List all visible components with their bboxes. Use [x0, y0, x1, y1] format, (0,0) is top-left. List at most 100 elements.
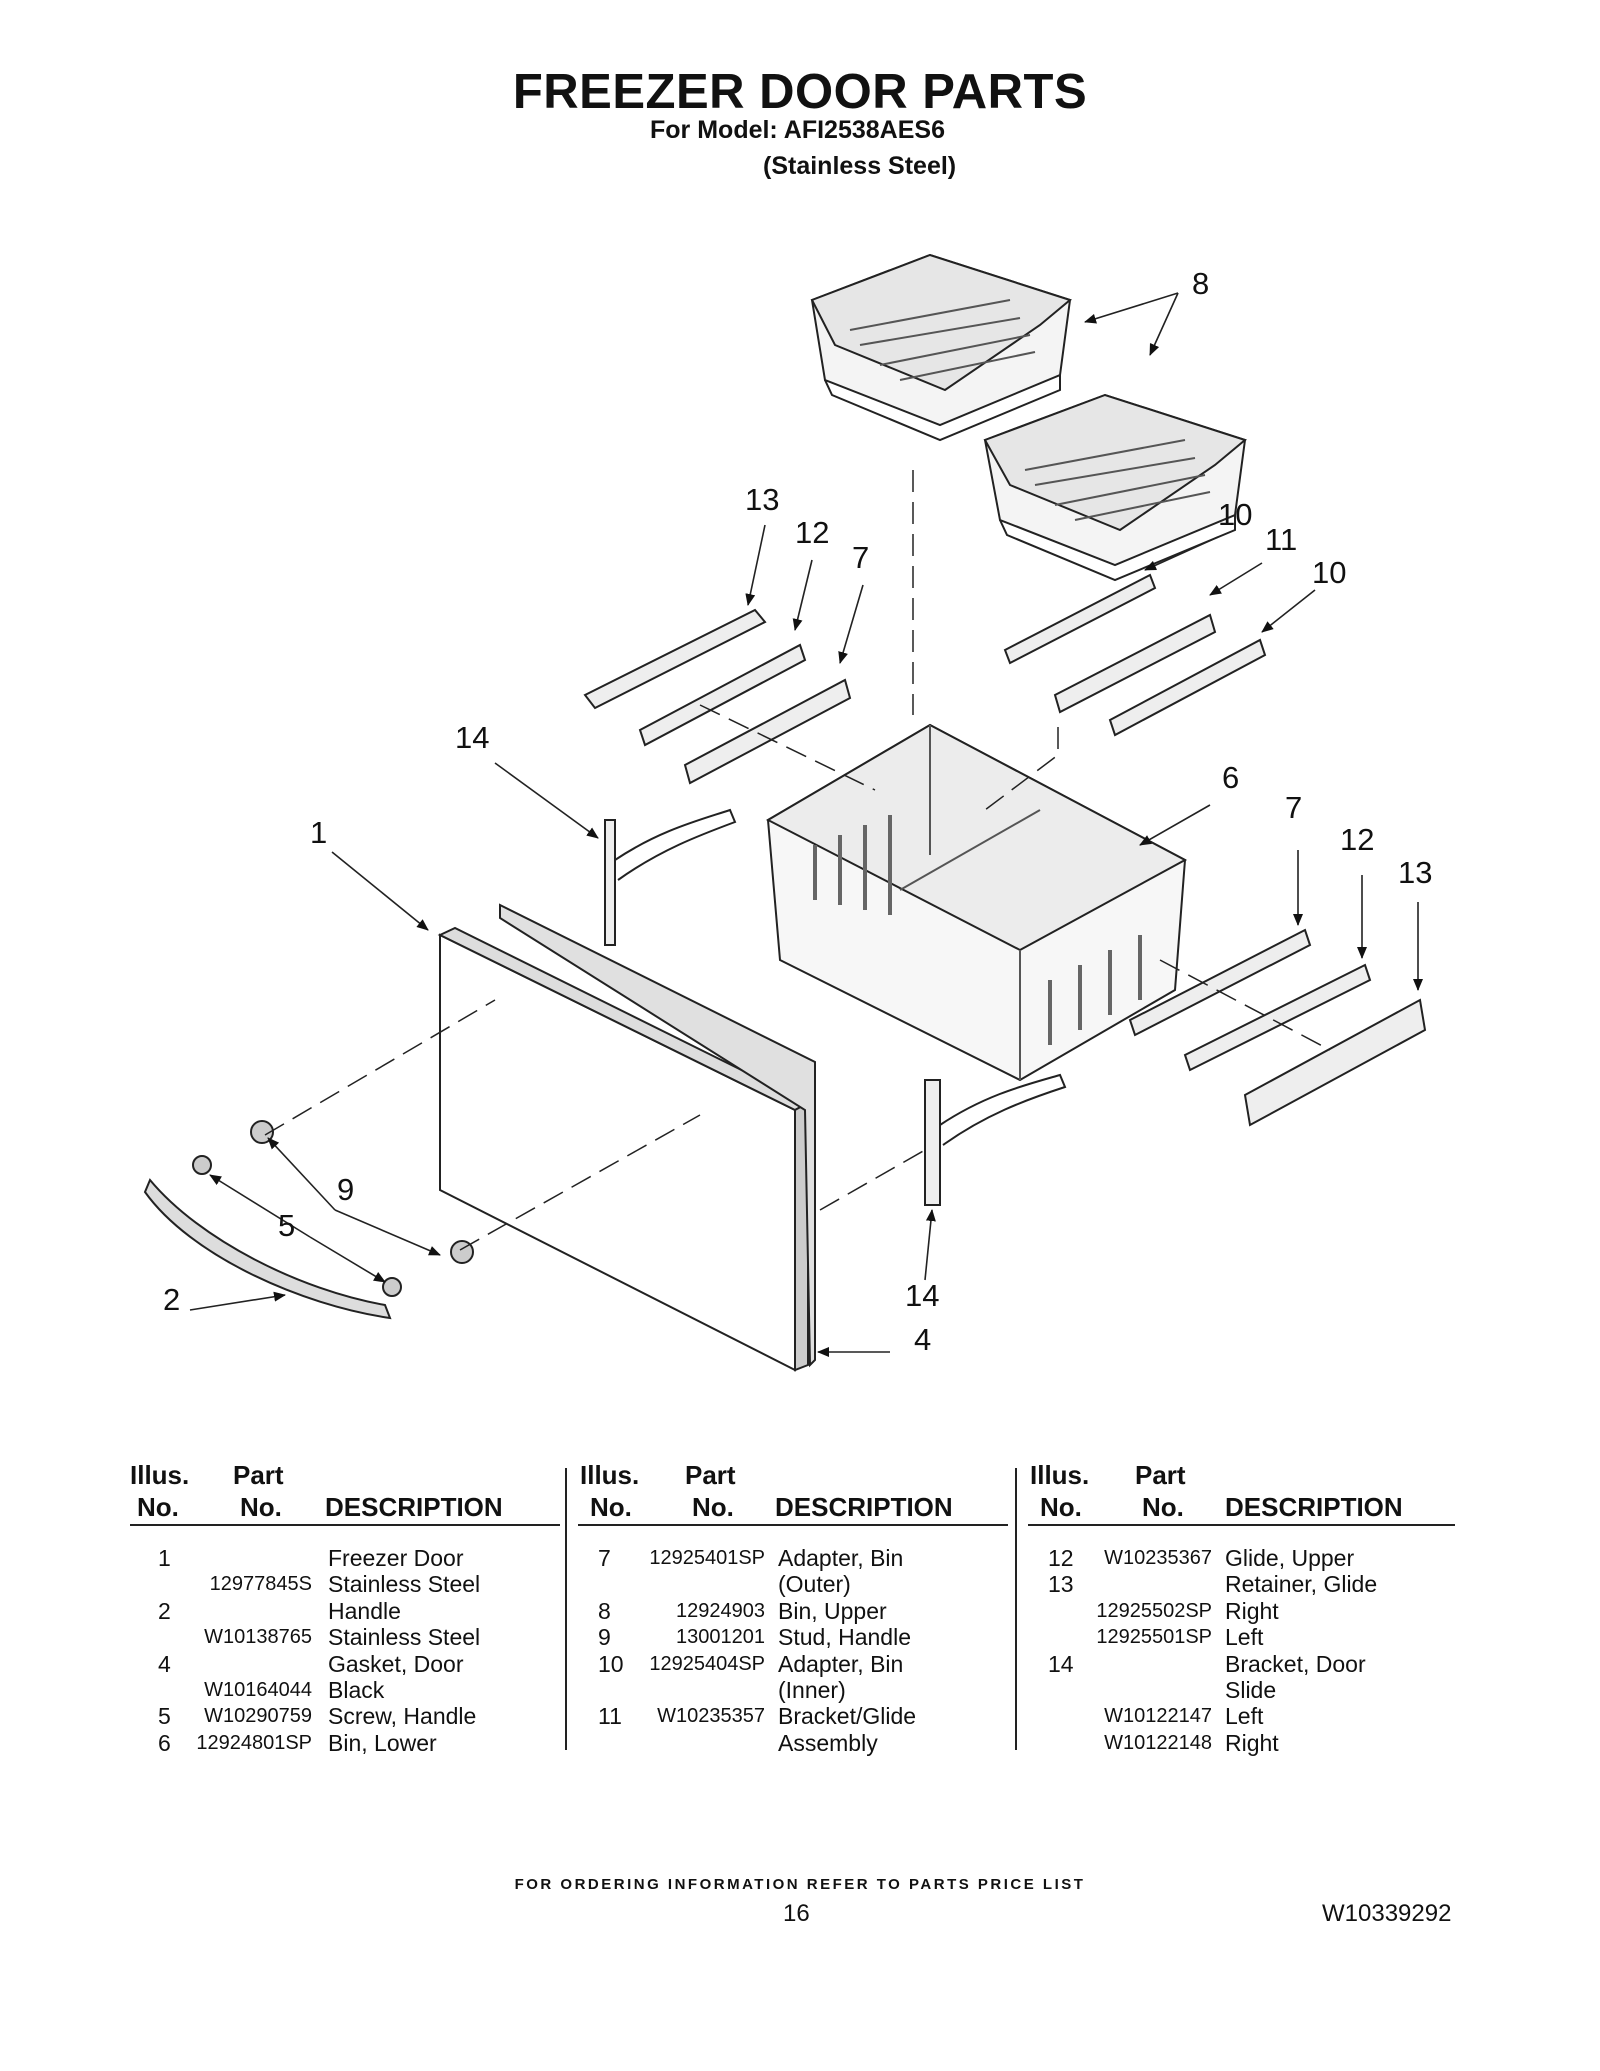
- header-part-no: No.: [240, 1492, 282, 1522]
- header-part: Part: [233, 1460, 284, 1490]
- alignment-lines: [264, 470, 1331, 1251]
- header-rule-3: [1028, 1524, 1455, 1526]
- part-number: 12977845S: [209, 1573, 312, 1595]
- column-divider-2: [1015, 1468, 1017, 1750]
- part-number: W10290759: [204, 1705, 312, 1727]
- callout-10-upper: 10: [1218, 497, 1253, 532]
- upper-bin-left: [810, 253, 1073, 442]
- callout-14-left: 14: [455, 720, 490, 755]
- part-description: Right: [1225, 1730, 1279, 1756]
- callout-13-lower: 13: [1398, 855, 1433, 890]
- part-description: Screw, Handle: [328, 1703, 477, 1729]
- part-description: Slide: [1225, 1677, 1277, 1703]
- header-description: DESCRIPTION: [775, 1492, 953, 1522]
- callout-7-lower: 7: [1285, 790, 1303, 825]
- part-number: 12925502SP: [1096, 1600, 1212, 1622]
- header-part: Part: [685, 1460, 736, 1490]
- part-description: (Inner): [778, 1677, 846, 1703]
- part-description: Bracket/Glide: [778, 1703, 917, 1729]
- header-illus: Illus.: [130, 1460, 190, 1490]
- header-illus-no: No.: [1040, 1492, 1082, 1522]
- header-part-no: No.: [692, 1492, 734, 1522]
- part-description: Bin, Upper: [778, 1598, 887, 1624]
- callout-8: 8: [1192, 266, 1210, 301]
- header-description: DESCRIPTION: [325, 1492, 503, 1522]
- callout-2: 2: [163, 1282, 181, 1317]
- callout-6: 6: [1222, 760, 1240, 795]
- part-description: Adapter, Bin: [778, 1651, 904, 1677]
- illus-number: 9: [598, 1624, 611, 1650]
- callout-11: 11: [1265, 522, 1298, 557]
- part-number: 13001201: [676, 1626, 765, 1648]
- part-description: Handle: [328, 1598, 401, 1624]
- illus-number: 13: [1048, 1571, 1074, 1597]
- callout-12-lower: 12: [1340, 822, 1375, 857]
- header-description: DESCRIPTION: [1225, 1492, 1403, 1522]
- freezer-door: [437, 926, 811, 1372]
- illus-number: 14: [1048, 1651, 1074, 1677]
- header-illus-no: No.: [137, 1492, 179, 1522]
- callout-1: 1: [310, 815, 328, 850]
- part-description: Right: [1225, 1598, 1279, 1624]
- illus-number: 11: [598, 1703, 622, 1729]
- exploded-parts-diagram: [143, 253, 1427, 1372]
- column-divider-1: [565, 1468, 567, 1750]
- upper-bin-right: [983, 393, 1248, 582]
- part-description: Left: [1225, 1703, 1264, 1729]
- header-rule-2: [578, 1524, 1008, 1526]
- part-description: Left: [1225, 1624, 1264, 1650]
- document-number: W10339292: [1322, 1900, 1452, 1927]
- door-handle: [143, 1178, 392, 1320]
- finish-line: (Stainless Steel): [763, 152, 957, 180]
- part-number: 12925401SP: [649, 1547, 765, 1569]
- part-description: Retainer, Glide: [1225, 1571, 1378, 1597]
- part-description: Adapter, Bin: [778, 1545, 904, 1571]
- part-number: 12924903: [676, 1600, 765, 1622]
- part-number: W10235367: [1104, 1547, 1212, 1569]
- illus-number: 2: [158, 1598, 171, 1624]
- part-description: Gasket, Door: [328, 1651, 464, 1677]
- part-number: 12925501SP: [1096, 1626, 1212, 1648]
- illus-number: 10: [598, 1651, 624, 1677]
- callout-4: 4: [914, 1322, 932, 1357]
- page-number: 16: [783, 1900, 810, 1927]
- part-number: W10122148: [1104, 1732, 1212, 1754]
- callout-7-upper: 7: [852, 540, 870, 575]
- callout-12-upper: 12: [795, 515, 830, 550]
- model-line: For Model: AFI2538AES6: [650, 116, 945, 144]
- callout-13-upper: 13: [745, 482, 780, 517]
- part-description: Bracket, Door: [1225, 1651, 1366, 1677]
- part-description: Freezer Door: [328, 1545, 464, 1571]
- part-description: Bin, Lower: [328, 1730, 437, 1756]
- door-bracket-left: [604, 808, 737, 946]
- callout-14-right: 14: [905, 1278, 940, 1313]
- lower-right-glides: [1128, 928, 1427, 1127]
- part-number: W10122147: [1104, 1705, 1212, 1727]
- callout-arrows: [189, 292, 1423, 1357]
- page-title: FREEZER DOOR PARTS: [512, 65, 1088, 119]
- door-bracket-right: [924, 1073, 1067, 1206]
- illus-number: 7: [598, 1545, 611, 1571]
- door-gasket: [499, 903, 816, 1368]
- part-description: (Outer): [778, 1571, 851, 1597]
- part-description: Black: [328, 1677, 385, 1703]
- callout-10-lower: 10: [1312, 555, 1347, 590]
- ordering-notice: FOR ORDERING INFORMATION REFER TO PARTS …: [514, 1876, 1086, 1893]
- header-illus: Illus.: [580, 1460, 640, 1490]
- part-number: W10235357: [657, 1705, 765, 1727]
- part-number: W10164044: [204, 1679, 312, 1701]
- part-description: Stainless Steel: [328, 1624, 481, 1650]
- illus-number: 4: [158, 1651, 171, 1677]
- part-description: Assembly: [778, 1730, 878, 1756]
- part-description: Stainless Steel: [328, 1571, 481, 1597]
- part-number: 12924801SP: [196, 1732, 312, 1754]
- header-part-no: No.: [1142, 1492, 1184, 1522]
- illus-number: 12: [1048, 1545, 1074, 1571]
- right-glide-stack: [1003, 573, 1267, 737]
- header-illus: Illus.: [1030, 1460, 1090, 1490]
- illus-number: 1: [158, 1545, 171, 1571]
- part-number: 12925404SP: [649, 1653, 765, 1675]
- illus-number: 5: [158, 1703, 171, 1729]
- callout-9: 9: [337, 1172, 355, 1207]
- left-glide-stack: [583, 608, 852, 785]
